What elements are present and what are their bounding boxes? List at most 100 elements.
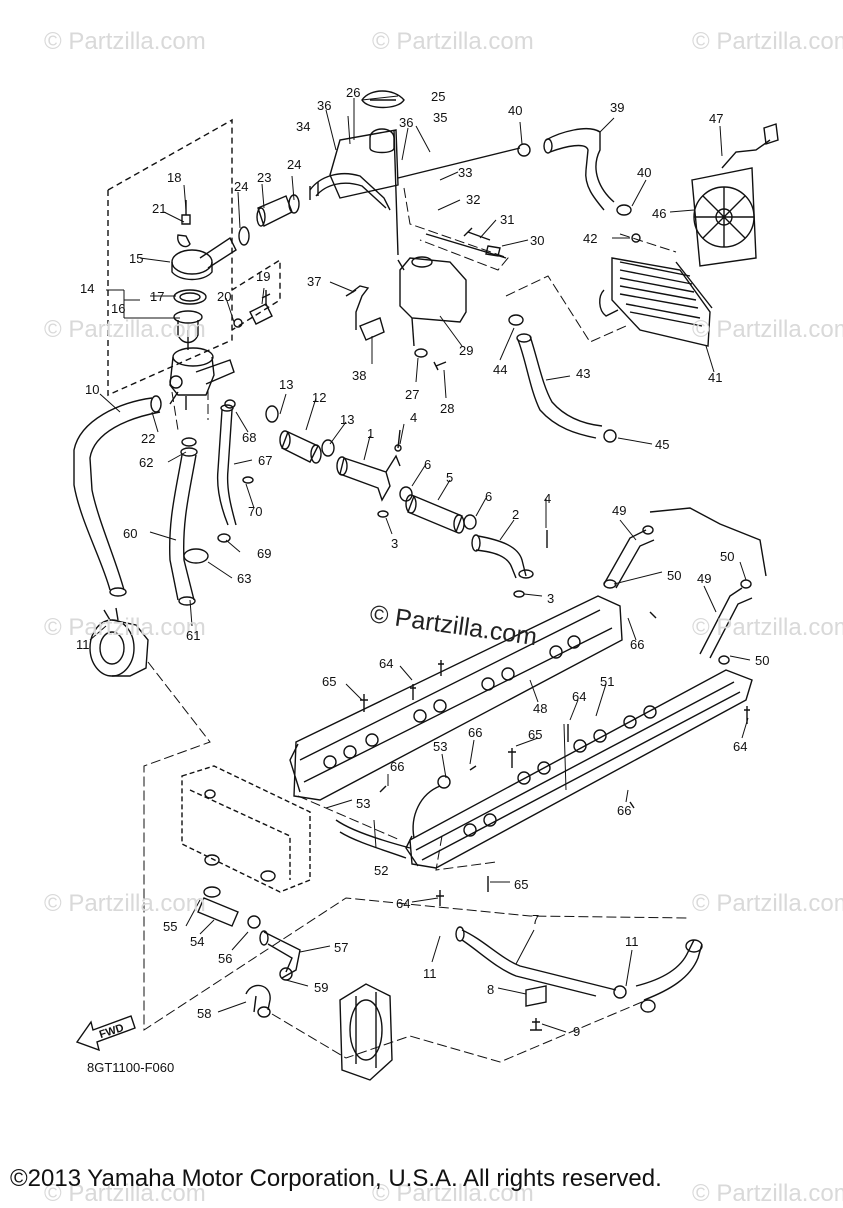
part-label: 44 (493, 362, 508, 377)
watermark-1: © Partzilla.com (44, 28, 206, 55)
washers (377, 429, 548, 598)
part-label: 34 (296, 119, 311, 134)
part-label: 66 (630, 637, 645, 652)
part-label: 39 (610, 100, 625, 115)
part-label: 22 (141, 431, 156, 446)
hose-23 (238, 194, 300, 246)
watermark-9: © Partzilla.com (692, 890, 843, 917)
part-label: 17 (150, 289, 165, 304)
part-label: 20 (217, 289, 232, 304)
part-label: 45 (655, 437, 670, 452)
part-label: 40 (637, 165, 652, 180)
part-label: 53 (356, 796, 371, 811)
part-label: 64 (396, 896, 411, 911)
part-label: 50 (720, 549, 735, 564)
part-label: 60 (123, 526, 138, 541)
part-label: 35 (433, 110, 448, 125)
hose-43 (508, 314, 617, 443)
part-label: 65 (322, 674, 337, 689)
frame-pipe-48 (289, 595, 623, 801)
part-label: 43 (576, 366, 591, 381)
part-label: 3 (391, 536, 399, 551)
part-label: 65 (514, 877, 529, 892)
part-label: 58 (197, 1006, 212, 1021)
watermark-6: © Partzilla.com (44, 614, 206, 641)
part-label: 59 (314, 980, 329, 995)
hose-5 (399, 486, 477, 534)
part-label: 26 (346, 85, 361, 100)
part-label: 31 (500, 212, 515, 227)
part-label: 27 (405, 387, 420, 402)
part-label: 4 (544, 491, 552, 506)
fwd-arrow-icon: FWD (75, 1015, 136, 1052)
hose-54 (197, 886, 261, 929)
part-label: 38 (352, 368, 367, 383)
watermark-8: © Partzilla.com (44, 890, 206, 917)
part-label: 21 (152, 201, 167, 216)
small-parts (525, 985, 547, 1031)
part-label: 64 (572, 689, 587, 704)
part-label: 1 (367, 426, 375, 441)
thermostat-cover (171, 200, 237, 281)
thermostat-group-bracket (107, 118, 281, 397)
part-label: 47 (709, 111, 724, 126)
part-label: 3 (547, 591, 555, 606)
part-label: 6 (424, 457, 432, 472)
part-label: 64 (379, 656, 394, 671)
part-label: 48 (533, 701, 548, 716)
part-label: 50 (755, 653, 770, 668)
hose-60 (168, 447, 198, 606)
part-label: 33 (458, 165, 473, 180)
part-label: 4 (410, 410, 418, 425)
part-label: 15 (129, 251, 144, 266)
thermostat-housing (169, 347, 235, 410)
watermark-3: © Partzilla.com (692, 28, 843, 55)
part-label: 8 (487, 982, 495, 997)
fwd-label: FWD (98, 1022, 126, 1041)
part-label: 36 (317, 98, 332, 113)
part-label: 28 (440, 401, 455, 416)
part-label: 14 (80, 281, 95, 296)
diagram-code: 8GT1100-F060 (87, 1060, 175, 1075)
part-label: 10 (85, 382, 100, 397)
part-label: 2 (512, 507, 520, 522)
bolts-64-65-66 (360, 611, 750, 906)
part-label: 29 (459, 343, 474, 358)
hose-57 (259, 930, 301, 981)
part-label: 49 (697, 571, 712, 586)
part-label: 11 (423, 966, 437, 981)
tank-hose (345, 285, 385, 341)
clamps (181, 399, 254, 564)
watermark-2: © Partzilla.com (372, 28, 534, 55)
lower-pump (339, 983, 393, 1081)
part-label: 42 (583, 231, 598, 246)
part-label: 46 (652, 206, 667, 221)
part-label: 24 (287, 157, 302, 172)
bolts (414, 227, 501, 371)
watermark-5: © Partzilla.com (692, 316, 843, 343)
frame-bracket (181, 765, 311, 893)
part-label: 69 (257, 546, 272, 561)
hose-67 (216, 404, 237, 526)
part-label: 5 (446, 470, 454, 485)
part-label: 62 (139, 455, 154, 470)
part-label: 67 (258, 453, 273, 468)
part-label: 54 (190, 934, 205, 949)
part-label: 13 (279, 377, 294, 392)
leader-lines (89, 95, 751, 1033)
part-label: 52 (374, 863, 389, 878)
temp-sensor (233, 290, 273, 328)
part-label: 53 (433, 739, 448, 754)
part-label: 16 (111, 301, 126, 316)
part-label: 56 (218, 951, 233, 966)
part-label: 68 (242, 430, 257, 445)
part-label: 40 (508, 103, 523, 118)
part-label: 23 (257, 170, 272, 185)
pipe-1 (336, 444, 402, 502)
part-label: 61 (186, 628, 201, 643)
part-label: 6 (485, 489, 493, 504)
hose-58 (245, 984, 271, 1018)
watermark-4: © Partzilla.com (44, 316, 206, 343)
part-label: 55 (163, 919, 178, 934)
watermark-7: © Partzilla.com (692, 614, 843, 641)
